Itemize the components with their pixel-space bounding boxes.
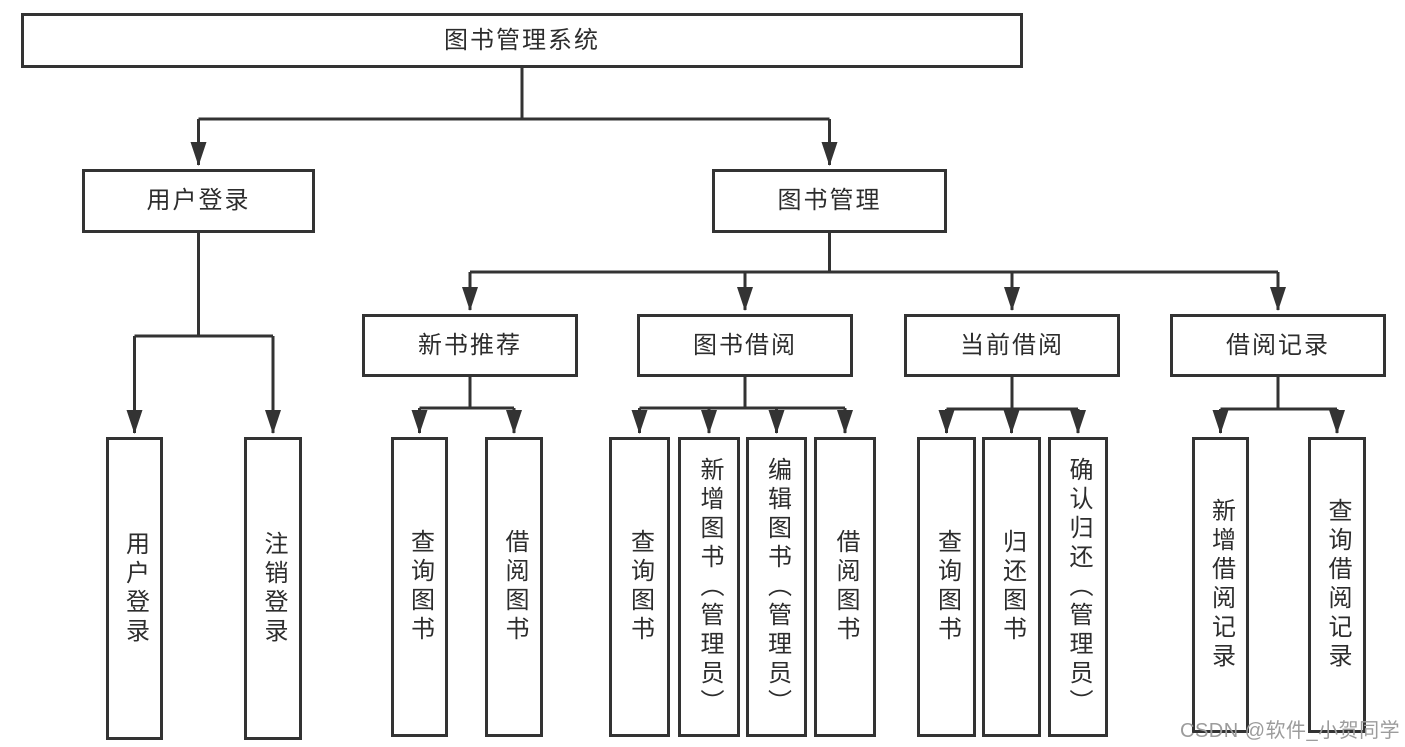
node-add-books-admin: 新增图书（管理员） [678, 437, 740, 737]
node-label: 归还图书 [998, 529, 1026, 645]
node-user-login: 用户登录 [82, 169, 315, 233]
node-current-borrowing: 当前借阅 [904, 314, 1120, 377]
node-borrowing-records: 借阅记录 [1170, 314, 1386, 377]
node-label: 借阅图书 [501, 529, 528, 645]
node-query-borrow-record: 查询借阅记录 [1308, 437, 1366, 733]
node-label: 新增借阅记录 [1207, 498, 1235, 672]
node-label: 图书借阅 [693, 331, 797, 359]
node-label: 查询图书 [933, 529, 961, 645]
node-query-books-current: 查询图书 [917, 437, 976, 737]
node-label: 图书管理系统 [444, 26, 600, 54]
node-label: 查询图书 [626, 529, 654, 645]
node-user-login-action: 用户登录 [106, 437, 163, 740]
node-label: 图书管理 [777, 187, 882, 214]
node-book-borrowing: 图书借阅 [637, 314, 853, 377]
node-book-management: 图书管理 [712, 169, 947, 233]
node-label: 编辑图书（管理员） [763, 456, 791, 718]
node-label: 借阅图书 [832, 529, 859, 645]
node-return-books: 归还图书 [982, 437, 1041, 737]
node-library-management-system: 图书管理系统 [21, 13, 1023, 68]
node-label: 注销登录 [260, 530, 287, 647]
node-query-books-recommendation: 查询图书 [391, 437, 448, 737]
node-borrow-books-recommendation: 借阅图书 [485, 437, 543, 737]
node-label: 新增图书（管理员） [696, 456, 723, 718]
node-label: 用户登录 [121, 530, 149, 647]
node-query-books-borrowing: 查询图书 [609, 437, 670, 737]
node-logout: 注销登录 [244, 437, 302, 740]
node-label: 查询图书 [406, 529, 434, 645]
node-edit-books-admin: 编辑图书（管理员） [746, 437, 807, 737]
watermark: CSDN @软件_小贺同学 [1180, 720, 1401, 742]
node-borrow-books: 借阅图书 [814, 437, 876, 737]
node-confirm-return-admin: 确认归还（管理员） [1048, 437, 1108, 737]
node-label: 查询借阅记录 [1324, 498, 1351, 672]
node-label: 当前借阅 [960, 331, 1064, 359]
node-label: 借阅记录 [1226, 331, 1330, 359]
node-label: 新书推荐 [418, 331, 522, 359]
node-add-borrow-record: 新增借阅记录 [1192, 437, 1249, 733]
node-label: 用户登录 [146, 187, 251, 214]
node-new-book-recommendation: 新书推荐 [362, 314, 578, 377]
node-label: 确认归还（管理员） [1065, 456, 1092, 718]
